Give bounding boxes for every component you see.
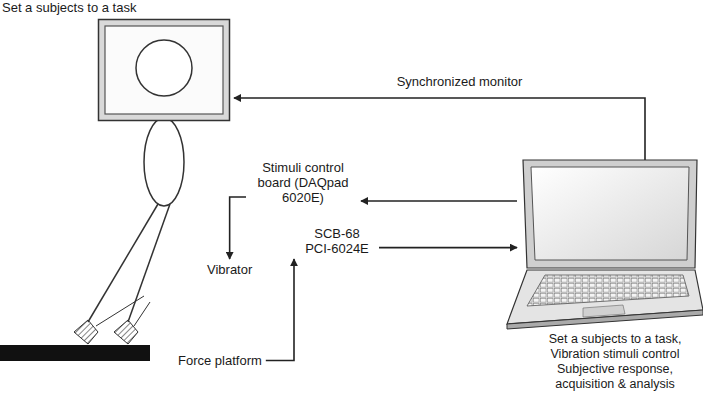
connector-arrow: [234, 98, 645, 161]
laptop-drawing: [505, 158, 703, 330]
connector-arrow: [230, 197, 246, 259]
laptop-computer: Set a subjects to a task, Vibration stim…: [505, 158, 703, 392]
node-text: SCB-68 PCI-6024E: [300, 226, 374, 256]
node-text: Set a subjects to a task: [2, 0, 136, 15]
edge-label: Synchronized monitor: [395, 74, 525, 89]
node-text: Set a subjects to a task, Vibration stim…: [529, 332, 701, 392]
control-board-label: Stimuli control board (DAQpad 6020E): [250, 160, 356, 205]
node-text: Vibrator: [207, 262, 252, 277]
monitor-screen: Set a subjects to a task: [97, 18, 231, 122]
connector-arrow: [361, 200, 517, 202]
connector-arrow: [266, 259, 294, 361]
connector-arrow: [379, 247, 517, 249]
daq-card-label: SCB-68 PCI-6024E: [300, 226, 374, 256]
monitor-drawing: [97, 18, 231, 122]
node-text: Force platform: [178, 353, 262, 368]
vibrator-label: Vibrator: [207, 262, 252, 277]
force-platform-label: Force platform: [178, 353, 262, 368]
node-text: Stimuli control board (DAQpad 6020E): [250, 160, 356, 205]
